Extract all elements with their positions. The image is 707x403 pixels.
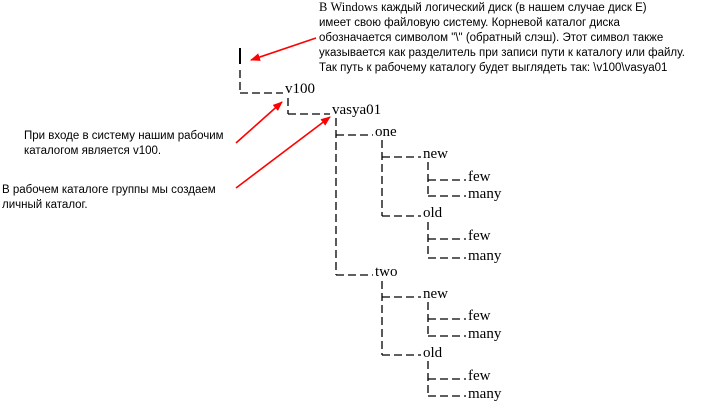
node-one-new: new [423, 146, 448, 162]
windows-drive-note-line-3: обозначается символом "\" (обратный слэш… [319, 32, 664, 44]
node-one-new-many: many [468, 186, 502, 202]
node-two-old: old [423, 345, 443, 361]
node-one: one [375, 124, 397, 140]
group-note-line-2: личный каталог. [2, 199, 88, 211]
arrow-to-root [250, 37, 317, 61]
windows-drive-note-line-2: имеет свою файловую систему. Корневой ка… [319, 17, 620, 29]
login-note: При входе в систему нашим рабочим катало… [24, 129, 244, 159]
node-two-new-many: many [468, 326, 502, 342]
group-note: В рабочем каталоге группы мы создаем лич… [2, 183, 242, 213]
node-one-old-many: many [468, 248, 502, 264]
node-two-new-few: few [468, 308, 491, 324]
windows-drive-note-line-4: указывается как разделитель при записи п… [319, 47, 685, 59]
annotation-arrows [235, 37, 331, 189]
windows-drive-note-rest: каждый логический диск (в нашем случае д… [377, 2, 647, 14]
arrow-to-vasya01 [235, 116, 331, 189]
login-note-line-2: каталогом является v100. [24, 145, 162, 157]
node-v100: v100 [285, 81, 315, 97]
node-one-old: old [423, 205, 443, 221]
connector-lines [239, 48, 466, 397]
login-note-line-1: При входе в систему нашим рабочим [24, 130, 224, 142]
arrow-to-v100 [235, 101, 283, 144]
group-note-line-1: В рабочем каталоге группы мы создаем [2, 184, 216, 196]
windows-drive-note: В Windows каждый логический диск (в наше… [319, 0, 707, 76]
node-two-old-many: many [468, 386, 502, 402]
windows-drive-note-line-5: Так путь к рабочему каталогу будет выгля… [319, 62, 668, 74]
node-two-new: new [423, 286, 448, 302]
windows-drive-note-lead: В Windows [319, 0, 378, 14]
node-two: two [375, 264, 398, 280]
node-vasya01: vasya01 [332, 102, 382, 118]
node-one-new-few: few [468, 169, 491, 185]
node-one-old-few: few [468, 228, 491, 244]
node-two-old-few: few [468, 368, 491, 384]
